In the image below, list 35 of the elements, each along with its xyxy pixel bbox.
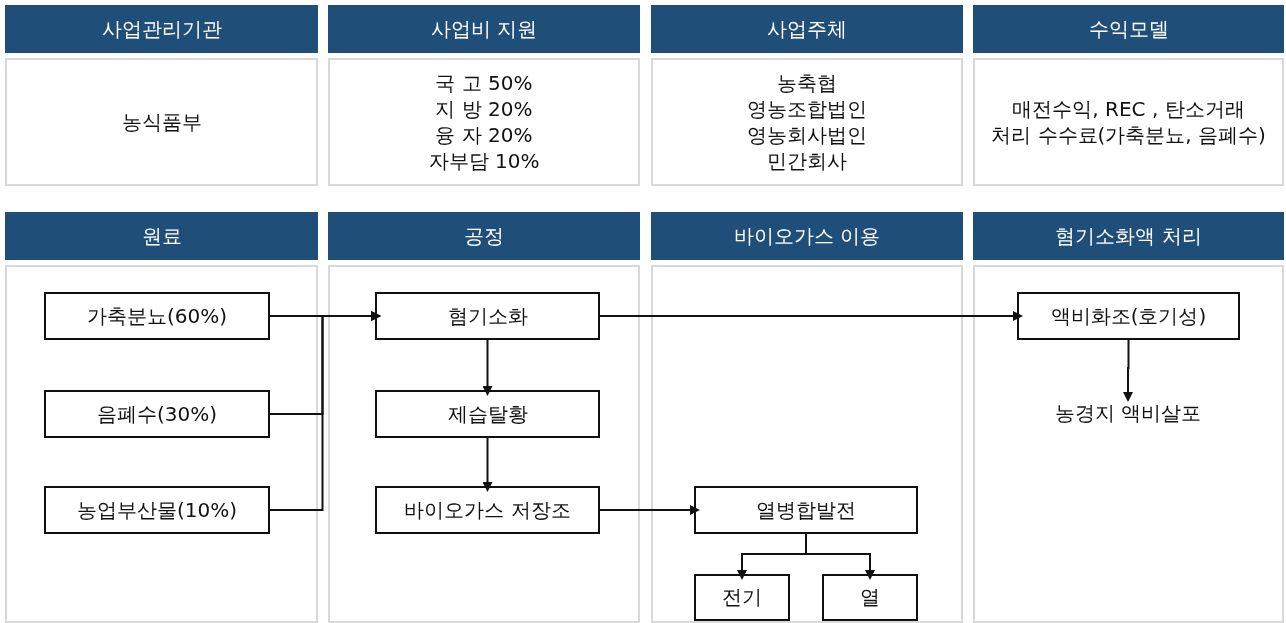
- body-text: 국 고 50%: [435, 70, 533, 96]
- body-text: 영농회사법인: [747, 122, 867, 148]
- column-header: 수익모델: [973, 5, 1284, 53]
- column-header: 사업주체: [651, 5, 963, 53]
- column-header: 사업관리기관: [5, 5, 318, 53]
- column-header: 공정: [328, 212, 640, 260]
- arrow: [482, 339, 493, 396]
- body-text: 농식품부: [121, 109, 202, 135]
- process-box: 농업부산물(10%): [44, 486, 270, 534]
- arrow: [1123, 339, 1133, 402]
- body-text: 농축협: [777, 70, 837, 96]
- body-text: 지 방 20%: [435, 96, 533, 122]
- process-box: 열병합발전: [694, 486, 918, 534]
- process-box: 바이오가스 저장조: [375, 486, 600, 534]
- column-header: 혐기소화액 처리: [973, 212, 1284, 260]
- process-box: 제습탈황: [375, 390, 600, 438]
- column-header: 바이오가스 이용: [651, 212, 963, 260]
- process-box: 액비화조(호기성): [1017, 292, 1240, 340]
- body-text: 영농조합법인: [747, 96, 867, 122]
- arrow: [482, 437, 493, 492]
- process-box: 혐기소화: [375, 292, 600, 340]
- column-header: 원료: [5, 212, 318, 260]
- body-text: 융 자 20%: [435, 122, 533, 148]
- process-box: 음폐수(30%): [44, 390, 270, 438]
- body-text: 자부담 10%: [428, 148, 540, 174]
- process-box: 전기: [694, 574, 790, 621]
- body-text: 처리 수수료(가축분뇨, 음폐수): [991, 122, 1266, 148]
- process-box: 열: [822, 574, 918, 621]
- process-box: 가축분뇨(60%): [44, 292, 270, 340]
- column-header: 사업비 지원: [328, 5, 640, 53]
- arrow: [599, 505, 700, 515]
- arrow: [269, 311, 381, 511]
- arrow: [599, 311, 1023, 321]
- body-text: 민간회사: [767, 148, 847, 174]
- body-text: 매전수익, REC , 탄소거래: [1012, 96, 1245, 122]
